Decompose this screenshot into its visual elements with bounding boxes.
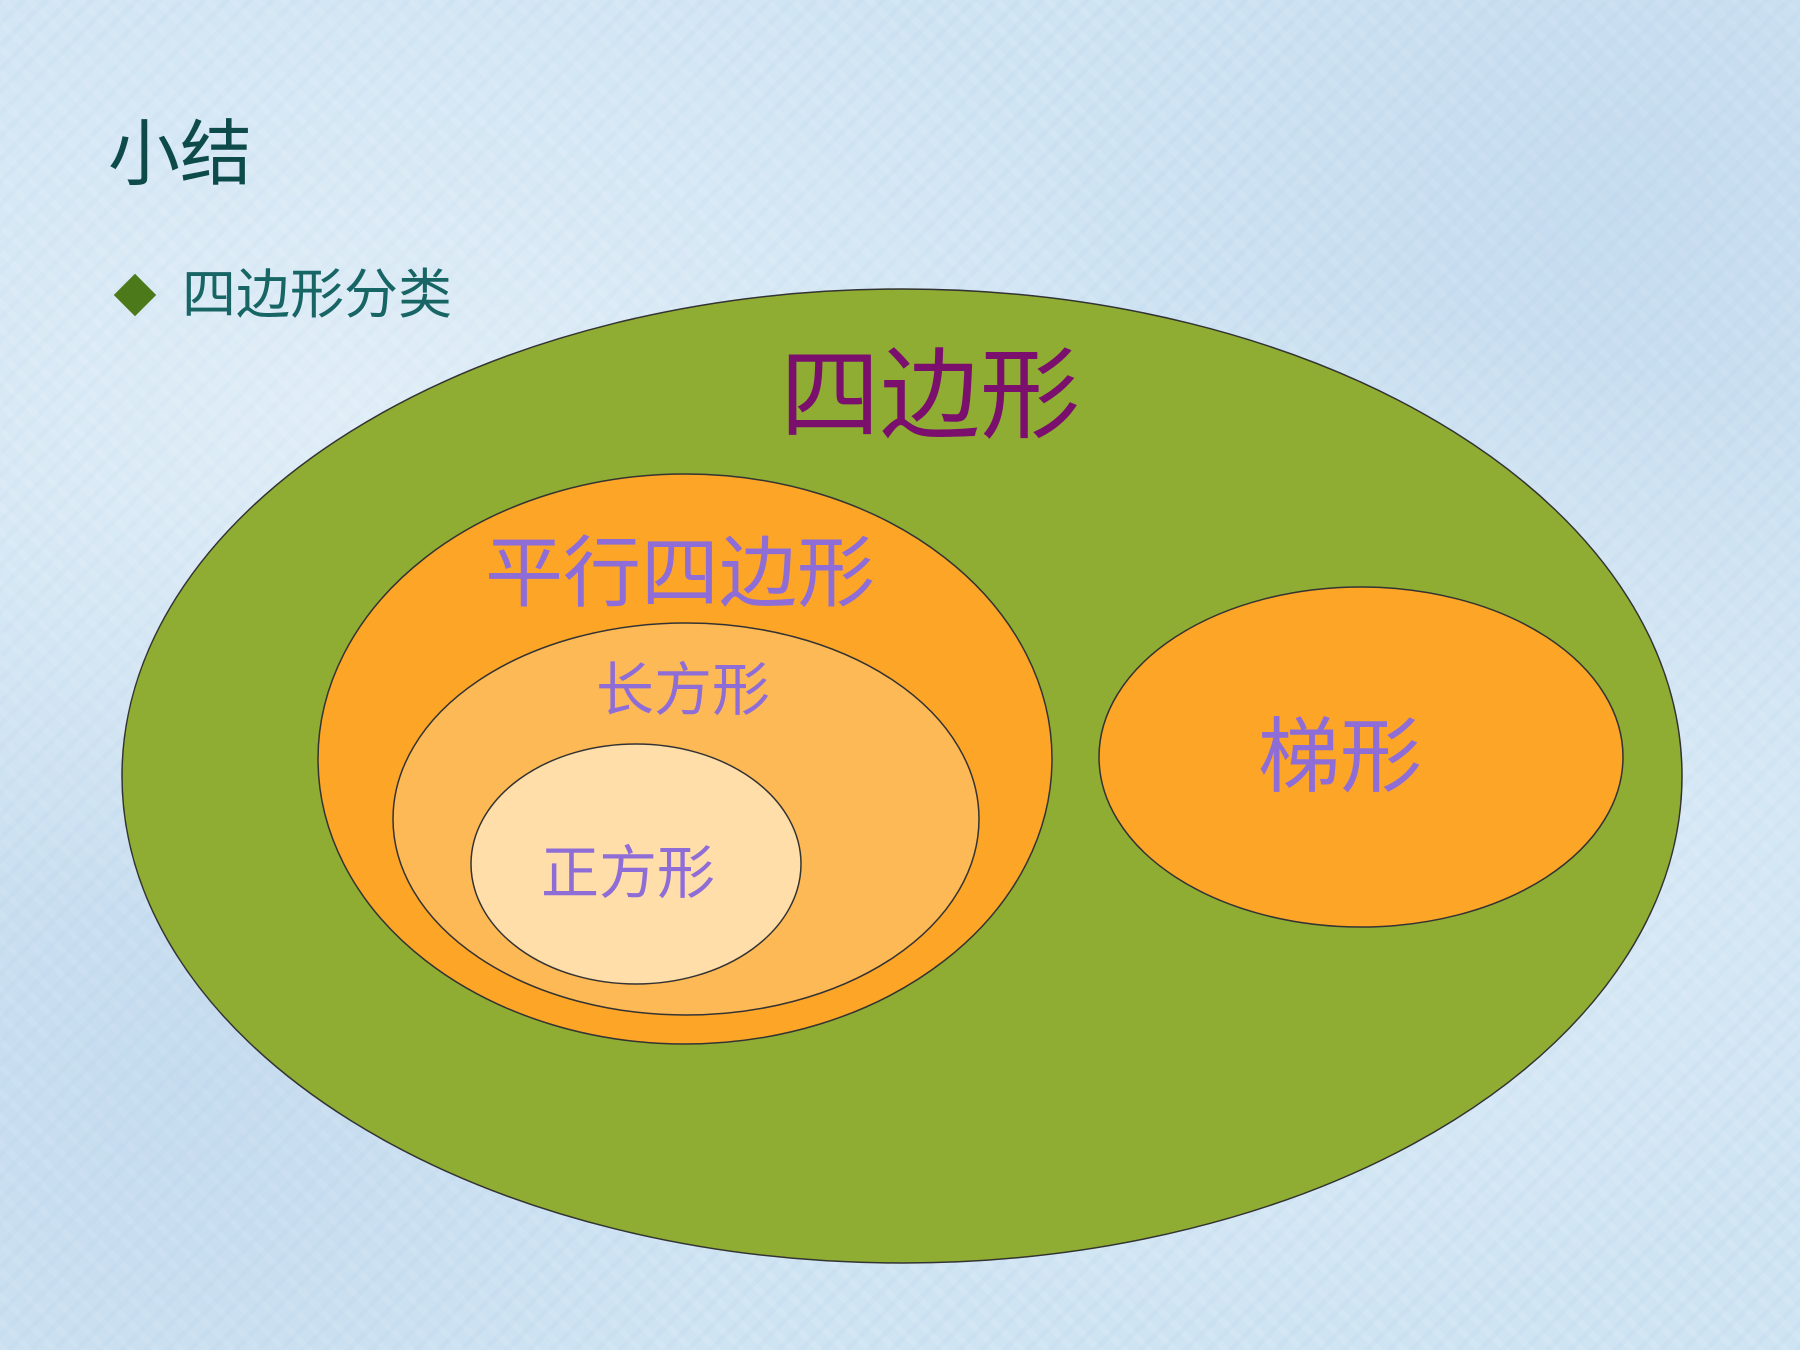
trapezoid-ellipse (1098, 586, 1624, 928)
parallelogram-label: 平行四边形 (485, 529, 875, 619)
square-ellipse (470, 743, 802, 985)
bullet-item: 四边形分类 (113, 263, 452, 326)
bullet-text: 四边形分类 (182, 263, 452, 326)
rectangle-label: 长方形 (596, 656, 770, 724)
quadrilateral-label: 四边形 (780, 337, 1080, 454)
square-label: 正方形 (541, 839, 715, 907)
trapezoid-label: 梯形 (1258, 710, 1422, 805)
slide-title: 小结 (108, 112, 253, 196)
